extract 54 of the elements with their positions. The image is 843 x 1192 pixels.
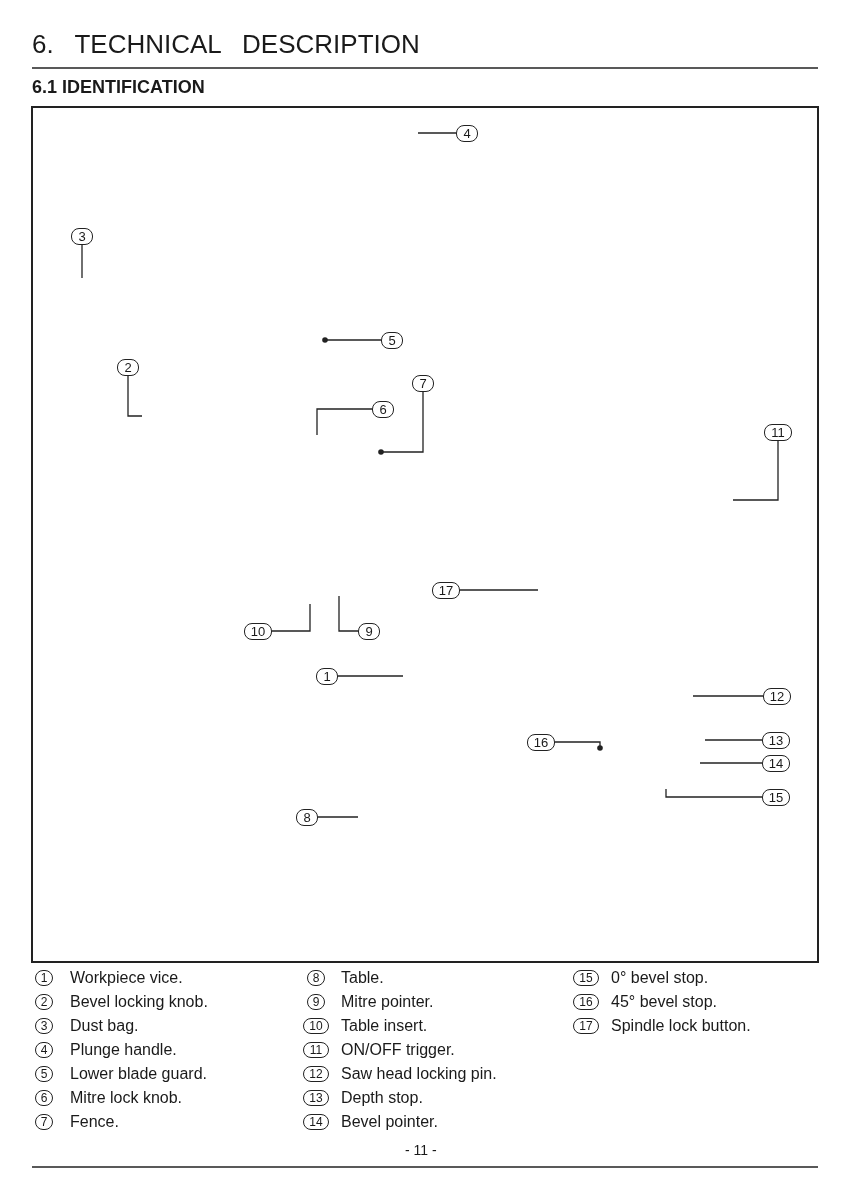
leader-line (127, 374, 143, 417)
leader-line (322, 337, 382, 343)
leader-line (81, 243, 83, 279)
part-name: Bevel locking knob. (70, 993, 208, 1011)
callout-number: 1 (316, 667, 338, 685)
part-name: 45° bevel stop. (611, 993, 718, 1011)
callout-number: 14 (762, 754, 790, 772)
leader-line (317, 816, 359, 818)
part-name: ON/OFF trigger. (341, 1041, 455, 1059)
callout-number: 7 (412, 374, 434, 392)
callout-number: 2 (117, 358, 139, 376)
leader-line (732, 439, 779, 501)
part-name: Mitre lock knob. (70, 1089, 183, 1107)
leader-line (699, 762, 763, 764)
part-name: Saw head locking pin. (341, 1065, 497, 1083)
callout-number: 16 (527, 733, 555, 751)
part-name: Depth stop. (341, 1089, 423, 1107)
callout-number: 5 (381, 331, 403, 349)
section-heading: 6.1 IDENTIFICATION (32, 76, 205, 98)
leader-line (271, 603, 311, 632)
callout-number: 12 (763, 687, 791, 705)
part-name: Lower blade guard. (70, 1065, 207, 1083)
callout-number: 15 (762, 788, 790, 806)
part-name: Spindle lock button. (611, 1017, 751, 1035)
callout-number: 11 (764, 423, 792, 441)
callout-number: 10 (244, 622, 272, 640)
callout-number: 17 (432, 581, 460, 599)
page-number: - 11 - (405, 1142, 437, 1158)
callout-number: 13 (762, 731, 790, 749)
part-name: 0° bevel stop. (611, 969, 709, 987)
part-name: Table. (341, 969, 384, 987)
leader-line (417, 132, 457, 134)
part-name: Table insert. (341, 1017, 428, 1035)
part-name: Mitre pointer. (341, 993, 434, 1011)
leader-line (459, 589, 539, 591)
leader-line (692, 695, 764, 697)
part-name: Workpiece vice. (70, 969, 183, 987)
part-name: Plunge handle. (70, 1041, 177, 1059)
callout-number: 8 (296, 808, 318, 826)
leader-line (665, 788, 763, 798)
part-name: Fence. (70, 1113, 119, 1131)
leader-line (337, 675, 404, 677)
callout-number: 6 (372, 400, 394, 418)
leader-line (338, 595, 359, 632)
page-heading: 6. TECHNICAL DESCRIPTION (32, 28, 420, 60)
callout-number: 3 (71, 227, 93, 245)
part-name: Dust bag. (70, 1017, 139, 1035)
leader-line (378, 390, 424, 455)
part-name: Bevel pointer. (341, 1113, 438, 1131)
leader-line (704, 739, 763, 741)
callout-number: 9 (358, 622, 380, 640)
leader-line (554, 741, 603, 751)
callout-number: 4 (456, 124, 478, 142)
leader-line (316, 408, 373, 436)
